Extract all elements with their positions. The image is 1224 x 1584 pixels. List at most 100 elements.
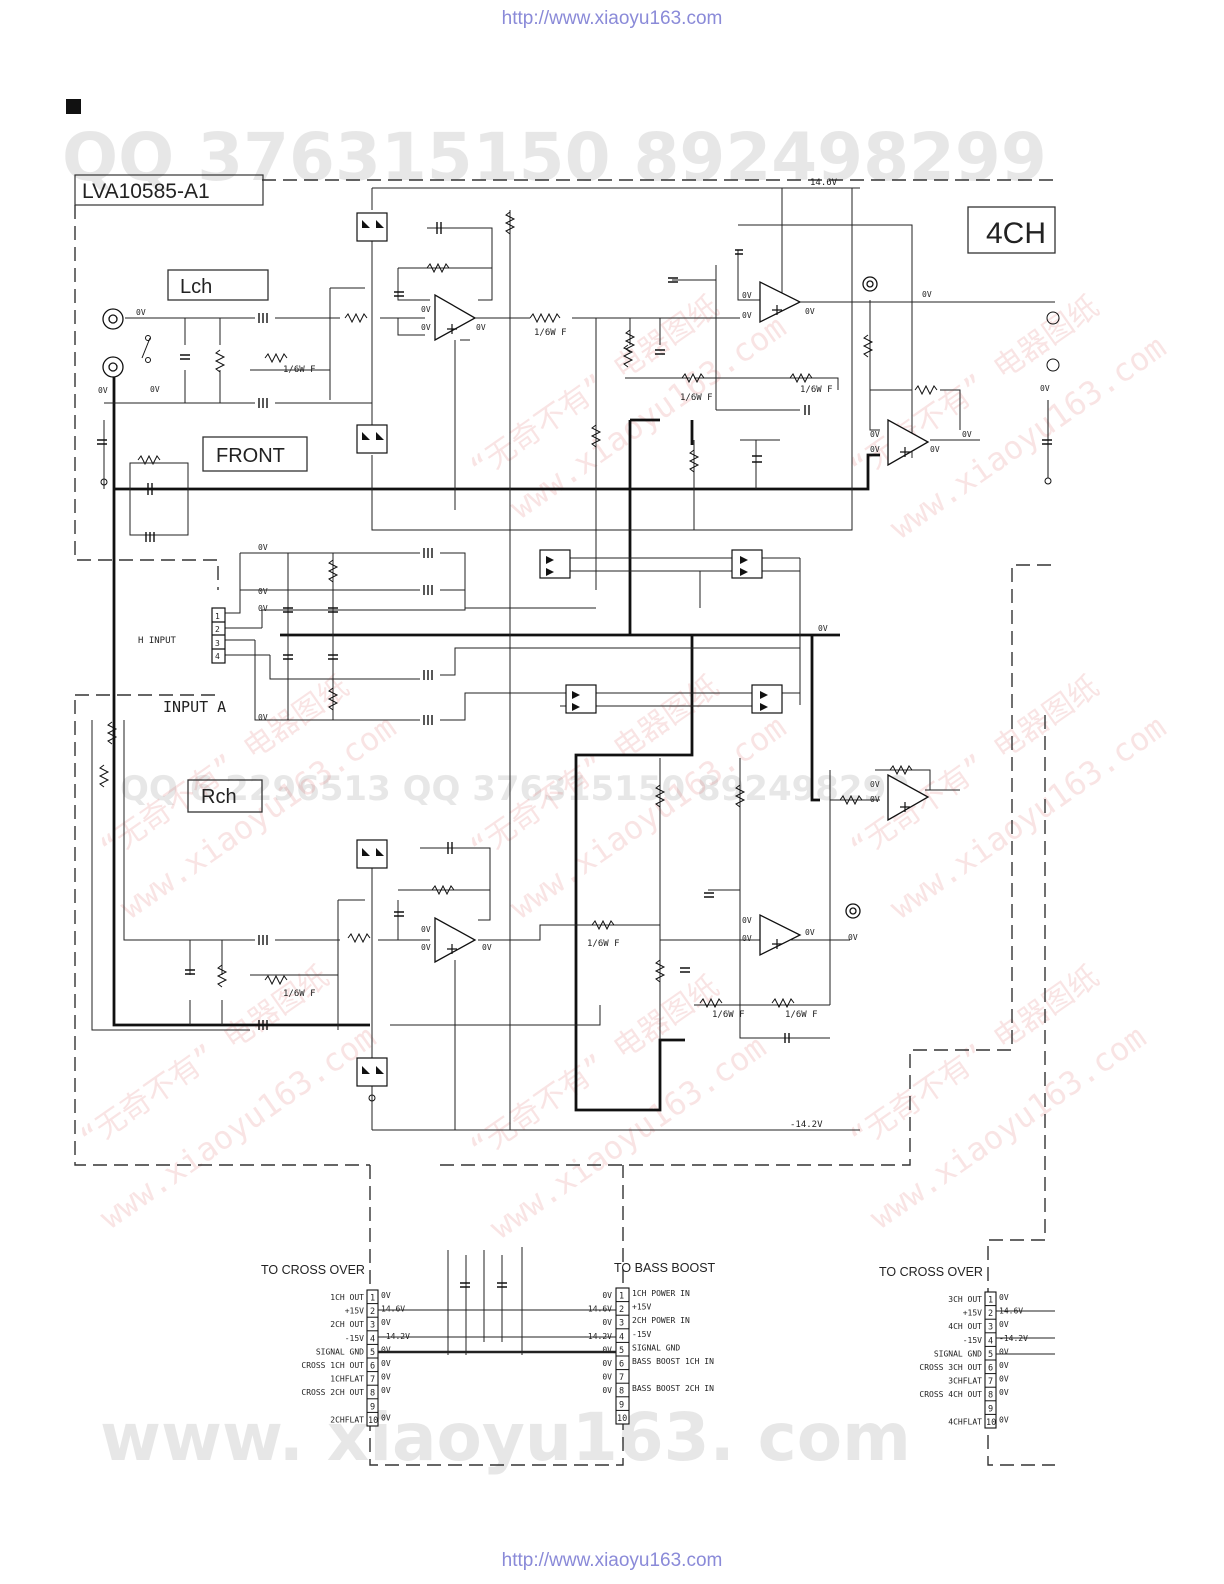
rail-neg-bottom: -14.2V	[790, 1120, 823, 1130]
svg-text:1: 1	[215, 612, 220, 621]
4ch-label: 4CH	[986, 217, 1046, 250]
ov-4: 0V	[421, 305, 431, 314]
ov-26: 0V	[742, 916, 752, 925]
connector-pin-number: 7	[988, 1377, 993, 1387]
board-id-frame	[74, 174, 264, 206]
connector-pin-left-label: 0V	[602, 1345, 612, 1354]
rch-label: Rch	[201, 786, 237, 808]
connector-pin-right-label: 0V	[381, 1359, 391, 1368]
connector-pin-right-label: 2CH POWER IN	[632, 1316, 690, 1325]
connector-bass-boost: TO BASS BOOST	[614, 1261, 716, 1275]
resistors	[98, 211, 938, 1009]
connector-pin-left-label: 0V	[602, 1373, 612, 1382]
connector-pin-number: 3	[619, 1319, 624, 1329]
connector-pin-number: 2	[619, 1305, 624, 1315]
connector-pin-number: 8	[619, 1387, 624, 1397]
rch-frame	[187, 779, 263, 813]
footer-url[interactable]: http://www.xiaoyu163.com	[501, 1550, 723, 1571]
connector-pin-left-label: 2CHFLAT	[330, 1415, 364, 1424]
ov-17: 0V	[258, 587, 268, 596]
ov-18: 0V	[258, 604, 268, 613]
input-switch	[141, 335, 151, 363]
connector-wires	[378, 1309, 1055, 1355]
connector-pin-number: 9	[988, 1404, 993, 1414]
ov-23: 0V	[421, 925, 431, 934]
ov-3: 0V	[150, 385, 160, 394]
ov-9: 0V	[805, 307, 815, 316]
connector-pin-number: 5	[988, 1350, 993, 1360]
watermark-qq-mid: QQ 6 2296513 QQ 376315150 892498299	[120, 769, 910, 809]
connector-cross-over-right: TO CROSS OVER	[879, 1265, 983, 1279]
connector-pin-number: 10	[617, 1414, 627, 1424]
ov-10: 0V	[922, 290, 932, 299]
connector-pin-right-label: 0V	[999, 1320, 1009, 1329]
connector-pin-number: 8	[370, 1389, 375, 1399]
connector-pin-number: 1	[619, 1292, 624, 1302]
cn2-title: TO BASS BOOST	[614, 1261, 716, 1275]
board-id-label: LVA10585-A1	[82, 180, 210, 203]
connector-pin-number: 8	[988, 1391, 993, 1401]
connector-pin-left-label: 1CH OUT	[330, 1293, 364, 1302]
connector-pin-right-label: 0V	[999, 1347, 1009, 1356]
ov-8: 0V	[742, 311, 752, 320]
connector-pin-left-label: 2CH OUT	[330, 1320, 364, 1329]
board-outline	[74, 179, 1055, 1466]
res-label-3: 1/6W F	[680, 393, 713, 403]
connector-pin-left-label: 3CH OUT	[948, 1295, 982, 1304]
res-label-8: 1/6W F	[785, 1010, 818, 1020]
connector-pin-right-label: 1CH POWER IN	[632, 1289, 690, 1298]
ov-20: 0V	[818, 624, 828, 633]
ov-6: 0V	[476, 323, 486, 332]
header-url[interactable]: http://www.xiaoyu163.com	[501, 8, 723, 29]
connector-pin-left-label: CROSS 4CH OUT	[919, 1390, 982, 1399]
connector-pin-right-label: BASS BOOST 1CH IN	[632, 1357, 714, 1366]
connector-pin-right-label: -14.2V	[381, 1332, 410, 1341]
diode-packs	[356, 212, 783, 1087]
connector-pin-left-label: +15V	[345, 1307, 364, 1316]
watermark-layer: QQ 376315150 892498299 QQ 6 2296513 QQ 3…	[62, 119, 1047, 1476]
connector-pin-left-label: -15V	[963, 1336, 982, 1345]
connector-pin-right-label: 0V	[999, 1388, 1009, 1397]
opamp-1	[434, 280, 930, 964]
connector-pin-left-label: -15V	[345, 1334, 364, 1343]
ov-labels: 0V 0V 0V 0V 0V 0V 0V 0V 0V 0V 0V 0V 0V 0…	[98, 290, 1050, 952]
connector-pin-number: 1	[370, 1294, 375, 1304]
ov-12: 0V	[870, 445, 880, 454]
connector-pin-number: 6	[988, 1364, 993, 1374]
svg-text:2: 2	[215, 625, 220, 634]
connector-pin-number: 9	[619, 1400, 624, 1410]
connector-pin-left-label: 14.6V	[588, 1305, 612, 1314]
connector-pin-number: 10	[368, 1416, 378, 1426]
4ch-frame	[967, 206, 1056, 254]
connector-pin-number: 7	[619, 1373, 624, 1383]
ov-14: 0V	[962, 430, 972, 439]
connector-pin-left-label: 0V	[602, 1291, 612, 1300]
connector-pin-number: 5	[370, 1348, 375, 1358]
rca-jacks	[102, 276, 878, 919]
connector-pin-left-label: 1CHFLAT	[330, 1375, 364, 1384]
watermark-diagonal-layer: “无奇不有” 电器图纸 www.xiaoyu163.com “无奇不有” 电器图…	[75, 289, 1173, 1246]
ov-24: 0V	[421, 943, 431, 952]
connector-pin-right-label: 0V	[381, 1345, 391, 1354]
res-label-7: 1/6W F	[712, 1010, 745, 1020]
ov-5: 0V	[421, 323, 431, 332]
ov-19: 0V	[258, 713, 268, 722]
connector-pin-right-label: 0V	[999, 1375, 1009, 1384]
connector-pin-number: 9	[370, 1402, 375, 1412]
watermark-qq-top: QQ 376315150 892498299	[62, 119, 1047, 196]
rail-pos-top: 14.6V	[810, 178, 838, 188]
jack-right-stubs	[100, 311, 1060, 1102]
connector-pin-right-label: 0V	[381, 1413, 391, 1422]
ov-2: 0V	[98, 386, 108, 395]
ov-22: 0V	[870, 795, 880, 804]
connector-pin-number: 6	[370, 1362, 375, 1372]
ov-7: 0V	[742, 291, 752, 300]
connector-pin-left-label: 4CH OUT	[948, 1322, 982, 1331]
lch-label: Lch	[180, 276, 212, 298]
connector-pin-right-label: -15V	[632, 1330, 651, 1339]
capacitors	[97, 222, 1052, 1288]
connector-pin-number: 3	[988, 1323, 993, 1333]
connector-pin-right-label: 0V	[381, 1386, 391, 1395]
